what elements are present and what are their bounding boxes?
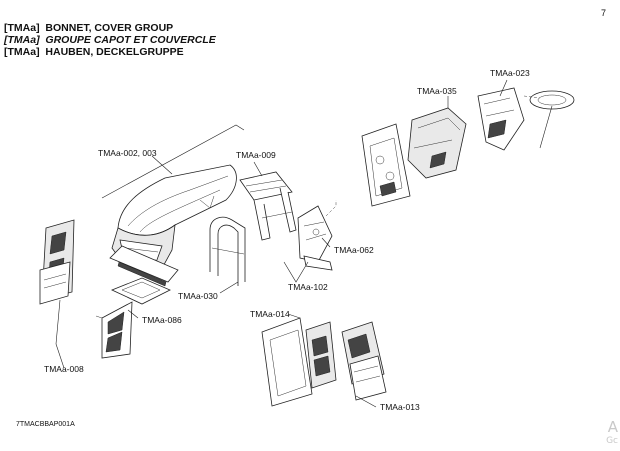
front-grille-panel-drawing <box>39 219 75 305</box>
page-number: 7 <box>600 8 606 18</box>
callout-tmaa-009: TMAa-009 <box>236 150 276 160</box>
title-fr: [TMAa] GROUPE CAPOT ET COUVERCLE <box>4 34 216 46</box>
instrument-panel-drawing <box>361 123 411 207</box>
callout-tmaa-102: TMAa-102 <box>288 282 328 292</box>
callout-tmaa-008: TMAa-008 <box>44 364 84 374</box>
steering-column-drawing <box>477 87 575 151</box>
callout-tmaa-014: TMAa-014 <box>250 309 290 319</box>
bonnet-bracket-line <box>101 124 245 199</box>
leader-lines <box>55 79 508 408</box>
hood-frame-drawing <box>109 245 179 287</box>
callout-tmaa-023: TMAa-023 <box>490 68 530 78</box>
callout-tmaa-086: TMAa-086 <box>142 315 182 325</box>
title-block: [TMAa] BONNET, COVER GROUP [TMAa] GROUPE… <box>4 22 216 58</box>
callout-tmaa-062: TMAa-062 <box>334 245 374 255</box>
callout-tmaa-035: TMAa-035 <box>417 86 457 96</box>
callout-labels: TMAa-002, 003 TMAa-009 TMAa-035 TMAa-023… <box>44 68 530 412</box>
floor-plate-drawing <box>110 277 171 305</box>
radiator-frame-drawing <box>261 317 337 407</box>
rops-frame-drawing <box>209 216 246 286</box>
callout-tmaa-030: TMAa-030 <box>178 291 218 301</box>
title-en: [TMAa] BONNET, COVER GROUP <box>4 22 174 34</box>
callout-tmaa-013: TMAa-013 <box>380 402 420 412</box>
radiator-side-panel-drawing <box>341 321 387 401</box>
title-de: [TMAa] HAUBEN, DECKELGRUPPE <box>4 46 184 58</box>
dashboard-cover-drawing <box>407 107 467 179</box>
side-panel-drawing <box>95 301 133 359</box>
watermark-line-1: A <box>607 418 618 436</box>
watermark-line-2: Gc <box>606 436 618 446</box>
front-support-frame-drawing <box>239 171 297 241</box>
callout-tmaa-002-003: TMAa-002, 003 <box>98 148 157 158</box>
figure-code: 7TMACBBAP001A <box>16 421 75 428</box>
centre-bracket-drawing <box>297 200 337 271</box>
